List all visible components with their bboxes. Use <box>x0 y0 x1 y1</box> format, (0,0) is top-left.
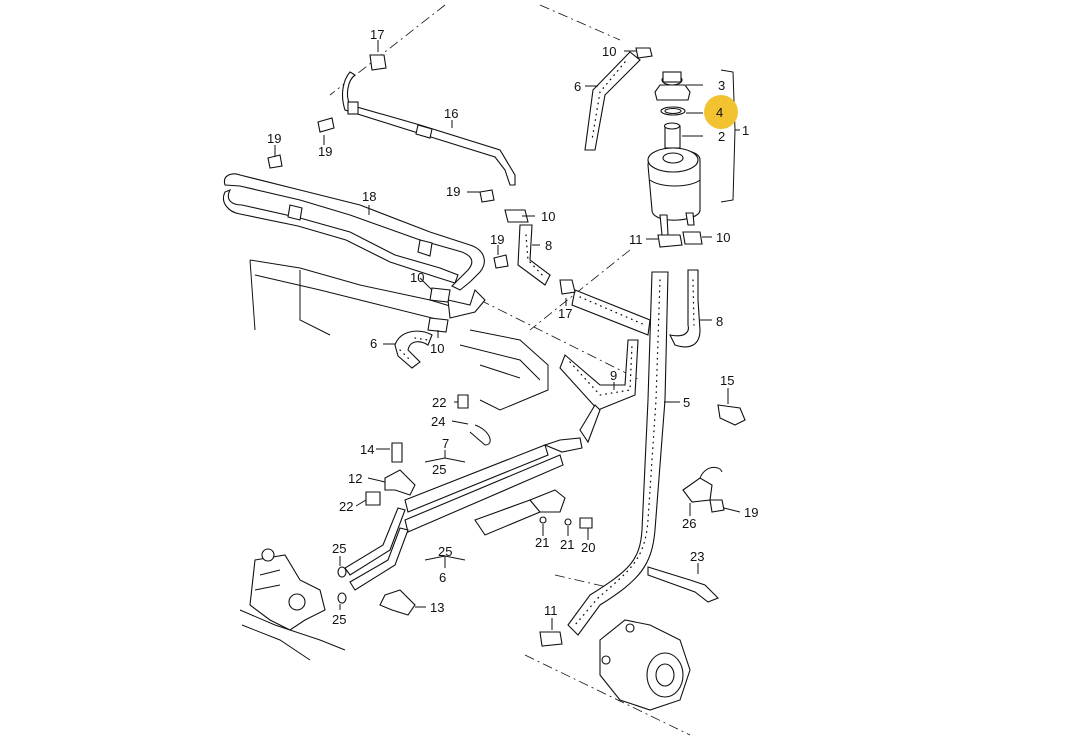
callout-8[interactable]: 8 <box>545 238 552 253</box>
callout-21[interactable]: 21 <box>560 537 574 552</box>
fittings-25 <box>337 566 347 604</box>
return-pipe-18 <box>222 173 486 319</box>
callout-19[interactable]: 19 <box>490 232 504 247</box>
callout-10[interactable]: 10 <box>410 270 424 285</box>
callout-20[interactable]: 20 <box>581 540 595 555</box>
suction-hose-5 <box>567 271 669 636</box>
hose-6-left <box>394 330 433 369</box>
power-steering-pump <box>599 619 691 711</box>
callout-6[interactable]: 6 <box>439 570 446 585</box>
clamp-12 <box>384 469 416 496</box>
callout-25[interactable]: 25 <box>438 544 452 559</box>
callout-3[interactable]: 3 <box>718 78 725 93</box>
connector-17 <box>369 54 576 295</box>
callout-10[interactable]: 10 <box>430 341 444 356</box>
leader-lines <box>274 40 741 630</box>
callout-19[interactable]: 19 <box>267 131 281 146</box>
callout-25[interactable]: 25 <box>432 462 446 477</box>
callout-12[interactable]: 12 <box>348 471 362 486</box>
hose-6-top <box>584 51 641 151</box>
cooling-pipe <box>474 489 572 536</box>
clamp-13 <box>379 589 416 616</box>
callout-19[interactable]: 19 <box>446 184 460 199</box>
callout-17[interactable]: 17 <box>370 27 384 42</box>
hose-9 <box>559 289 651 411</box>
part-23 <box>647 566 719 603</box>
callout-22[interactable]: 22 <box>432 395 446 410</box>
callout-9[interactable]: 9 <box>610 368 617 383</box>
hose-8-center <box>517 224 551 286</box>
callout-10[interactable]: 10 <box>716 230 730 245</box>
pressure-lines-7 <box>344 404 601 591</box>
callout-13[interactable]: 13 <box>430 600 444 615</box>
callout-11[interactable]: 11 <box>544 603 558 618</box>
callout-10[interactable]: 10 <box>602 44 616 59</box>
callout-19[interactable]: 19 <box>744 505 758 520</box>
callout-6[interactable]: 6 <box>574 79 581 94</box>
callout-8[interactable]: 8 <box>716 314 723 329</box>
callout-2[interactable]: 2 <box>718 129 725 144</box>
callout-11[interactable]: 11 <box>629 232 643 247</box>
highlight-marker <box>704 95 738 129</box>
callout-19[interactable]: 19 <box>318 144 332 159</box>
steering-rack <box>249 548 326 631</box>
callout-21[interactable]: 21 <box>535 535 549 550</box>
hose-8-right <box>669 269 701 348</box>
bolts <box>267 117 725 529</box>
callout-16[interactable]: 16 <box>444 106 458 121</box>
callout-1[interactable]: 1 <box>742 123 749 138</box>
callout-6[interactable]: 6 <box>370 336 377 351</box>
callout-25[interactable]: 25 <box>332 612 346 627</box>
callout-22[interactable]: 22 <box>339 499 353 514</box>
body-frame-structure <box>239 259 549 661</box>
reservoir-assembly <box>647 71 701 236</box>
callout-24[interactable]: 24 <box>431 414 445 429</box>
part-26 <box>682 466 723 503</box>
pressure-line-16 <box>341 71 516 186</box>
callout-7[interactable]: 7 <box>442 436 449 451</box>
callout-4[interactable]: 4 <box>716 105 723 120</box>
callout-5[interactable]: 5 <box>683 395 690 410</box>
callout-18[interactable]: 18 <box>362 189 376 204</box>
part-15 <box>717 404 746 426</box>
callout-10[interactable]: 10 <box>541 209 555 224</box>
clamps <box>427 47 703 647</box>
callout-25[interactable]: 25 <box>332 541 346 556</box>
callout-labels: 17 16 19 19 19 18 10 8 19 10 6 10 17 6 1… <box>267 27 758 627</box>
callout-15[interactable]: 15 <box>720 373 734 388</box>
callout-17[interactable]: 17 <box>558 306 572 321</box>
callout-14[interactable]: 14 <box>360 442 374 457</box>
callout-26[interactable]: 26 <box>682 516 696 531</box>
callout-23[interactable]: 23 <box>690 549 704 564</box>
bracket-24 <box>469 424 491 446</box>
